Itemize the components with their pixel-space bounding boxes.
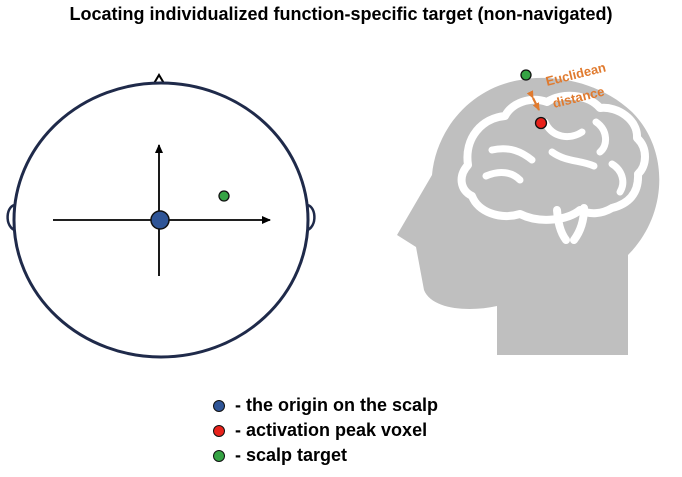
peak-legend-dot-icon xyxy=(213,424,225,437)
target-legend-dot-icon xyxy=(213,449,225,462)
legend-item-origin: - the origin on the scalp xyxy=(213,393,438,418)
legend: - the origin on the scalp - activation p… xyxy=(213,393,438,468)
activation-peak-dot xyxy=(534,116,548,130)
legend-label-origin: - the origin on the scalp xyxy=(235,395,439,415)
origin-legend-dot-icon xyxy=(213,399,225,412)
euclidean-distance-arrow xyxy=(526,90,540,111)
side-view-head: Euclidean distance xyxy=(397,59,660,355)
legend-label-target: - scalp target xyxy=(235,445,348,465)
figure-title: Locating individualized function-specifi… xyxy=(69,4,613,24)
legend-label-peak: - activation peak voxel xyxy=(235,420,428,440)
origin-dot xyxy=(150,210,170,230)
top-view-head xyxy=(6,73,316,359)
scalp-target-dot-side-view xyxy=(520,69,532,81)
brain-icon xyxy=(457,91,649,244)
legend-item-target: - scalp target xyxy=(213,443,438,468)
scalp-target-dot-top-view xyxy=(218,190,230,202)
legend-item-peak: - activation peak voxel xyxy=(213,418,438,443)
